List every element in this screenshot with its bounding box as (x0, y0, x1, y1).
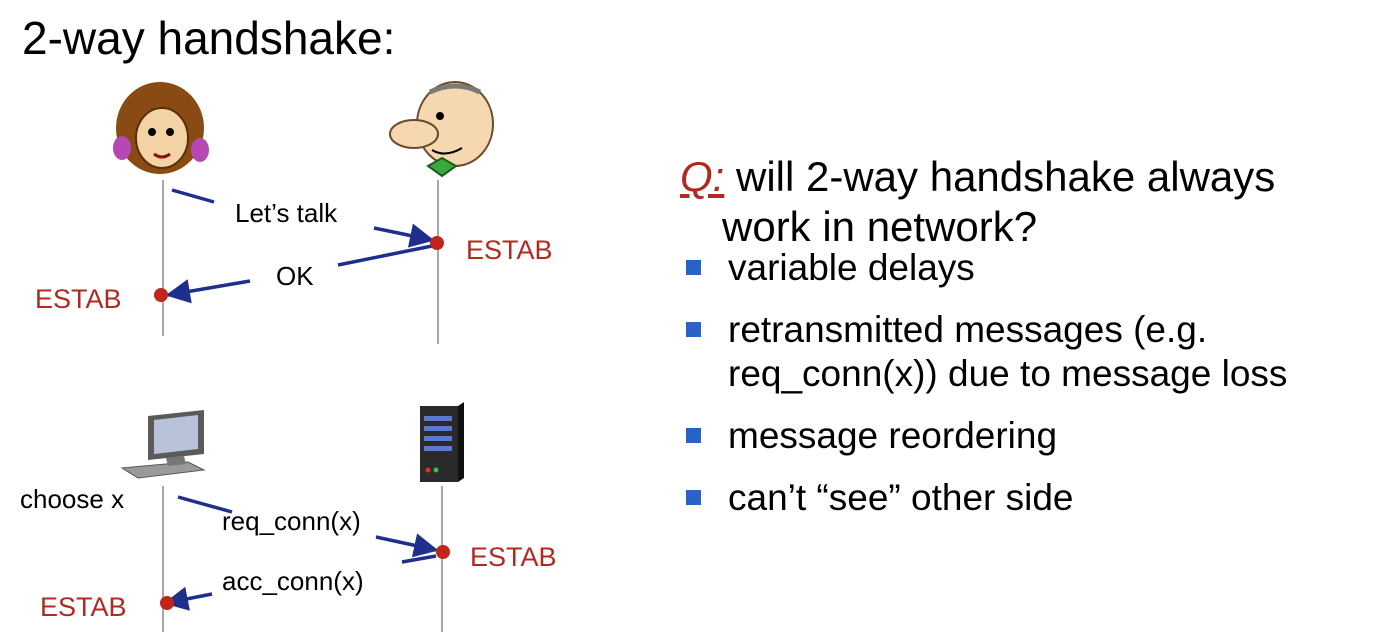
req-conn-arrow (177, 495, 233, 514)
bullet-item: variable delays (686, 246, 1386, 290)
estab-dot-left (154, 288, 168, 302)
bullet-square-icon (686, 260, 701, 275)
bullet-square-icon (686, 490, 701, 505)
bullet-square-icon (686, 322, 701, 337)
choose-x-label: choose x (20, 484, 124, 514)
req-conn-label: req_conn(x) (222, 506, 361, 536)
page-title: 2-way handshake: (22, 12, 396, 64)
ok-arrow (337, 244, 433, 267)
server-icon (420, 402, 464, 482)
ok-label: OK (276, 261, 314, 291)
lets-talk-label: Let’s talk (235, 198, 338, 228)
acc-conn-label: acc_conn(x) (222, 566, 364, 596)
handshake-diagram: Let’s talk OK ESTAB ESTAB choose x req_c… (20, 81, 557, 632)
estab-top-left: ESTAB (35, 284, 122, 314)
estab-bottom-left: ESTAB (40, 592, 127, 622)
desktop-computer-icon (120, 410, 206, 479)
question: Q: will 2-way handshake always work in n… (680, 152, 1275, 252)
estab-dot-right (430, 236, 444, 250)
estab-dot-bottom-right (436, 545, 450, 559)
bullet-text: variable delays (728, 247, 975, 288)
bullet-square-icon (686, 428, 701, 443)
bullet-item: can’t “see” other side (686, 476, 1386, 520)
estab-top-right: ESTAB (466, 235, 553, 265)
question-line2: work in network? (722, 203, 1038, 250)
lets-talk-arrow (171, 188, 215, 204)
man-icon (389, 81, 494, 178)
bullet-text: can’t “see” other side (728, 477, 1074, 518)
bullet-text-cont: req_conn(x)) due to message loss (728, 353, 1288, 394)
estab-dot-bottom-left (160, 596, 174, 610)
woman-icon (113, 82, 209, 174)
bullet-text: message reordering (728, 415, 1058, 456)
estab-bottom-right: ESTAB (470, 542, 557, 572)
question-mark: Q: (680, 153, 725, 200)
bullet-item: message reordering (686, 414, 1386, 458)
bullet-item: retransmitted messages (e.g. req_conn(x)… (686, 308, 1386, 396)
question-line1: will 2-way handshake always (724, 153, 1276, 200)
bullet-text: retransmitted messages (e.g. (728, 309, 1208, 350)
bullet-list: variable delays retransmitted messages (… (686, 246, 1386, 538)
acc-conn-arrow (401, 554, 437, 564)
